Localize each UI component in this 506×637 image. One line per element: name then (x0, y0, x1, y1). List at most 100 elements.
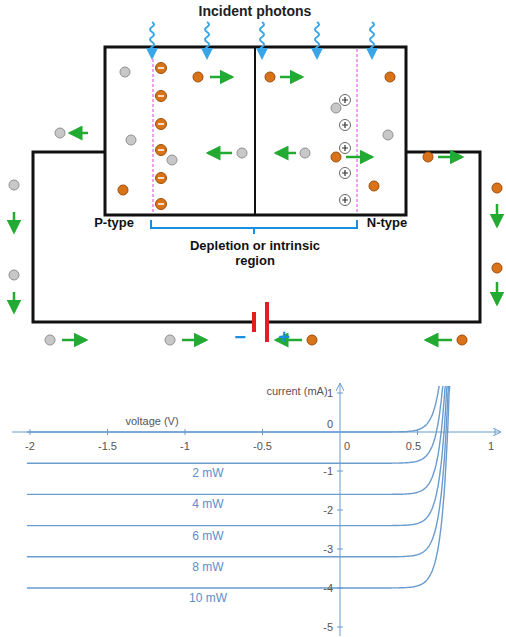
curve-label: 2 mW (190, 467, 225, 481)
photon-arrow (315, 22, 319, 58)
ion-sign (158, 203, 164, 205)
electron (385, 72, 395, 82)
iv-curve (27, 386, 450, 588)
negative-ion (156, 173, 167, 184)
positive-ion (340, 143, 351, 154)
terminal-sign: − (234, 326, 246, 349)
tick-label: -5 (323, 621, 333, 634)
tick-label: 0.5 (406, 440, 421, 453)
flow-arrow (210, 76, 232, 79)
axis-tick (337, 471, 343, 472)
curve-label: 4 mW (190, 498, 225, 512)
photon-arrow (205, 22, 209, 58)
hole (383, 130, 393, 140)
negative-ion (156, 119, 167, 130)
flow-arrow (280, 76, 302, 79)
positive-ion (340, 95, 351, 106)
positive-ion (340, 195, 351, 206)
tick-label: -2 (323, 504, 333, 517)
hole (9, 270, 19, 280)
hole (55, 128, 65, 138)
tick-label: 1 (327, 387, 333, 400)
region-bracket (151, 220, 357, 234)
tick-label: -2 (25, 440, 35, 453)
heading: Incident photons (199, 3, 312, 19)
positive-ion (340, 168, 351, 179)
negative-ion (156, 91, 167, 102)
electron (331, 152, 341, 162)
hole (45, 335, 55, 345)
battery-symbol (254, 302, 267, 342)
ion-sign (158, 149, 164, 151)
flow-arrow (62, 339, 86, 342)
region-label: P-type (94, 216, 134, 231)
curve-label: 8 mW (190, 561, 225, 575)
ion-sign (342, 170, 348, 176)
electron (369, 181, 379, 191)
electron (423, 152, 433, 162)
region-label: N-type (367, 216, 407, 231)
ion-sign (158, 67, 164, 69)
flow-arrow (13, 292, 16, 312)
photon-arrows (150, 22, 374, 58)
ion-sign (342, 122, 348, 128)
electron (492, 183, 502, 193)
negative-ion (156, 199, 167, 210)
flow-arrow (346, 156, 372, 159)
chart-axes (12, 384, 500, 636)
iv-curve (27, 386, 447, 526)
tick-label: 0 (344, 440, 350, 453)
hole (9, 180, 19, 190)
flow-arrow (70, 132, 88, 135)
flow-arrow (208, 152, 232, 155)
hole (165, 335, 175, 345)
axis-tick (337, 627, 343, 628)
flow-arrow (438, 156, 462, 159)
tick-label: -1.5 (98, 440, 117, 453)
flow-arrow (182, 339, 206, 342)
photon-arrow (260, 22, 264, 58)
ion-sign (158, 95, 164, 97)
tick-label: -3 (323, 543, 333, 556)
electron (193, 72, 203, 82)
flow-arrow (496, 282, 499, 304)
negative-ion (156, 63, 167, 74)
tick-label: 0 (327, 418, 333, 431)
ion-sign (342, 145, 348, 151)
hole (331, 103, 341, 113)
hole (237, 148, 247, 158)
electron (492, 263, 502, 273)
tick-label: -4 (323, 582, 333, 595)
iv-curve (27, 386, 439, 432)
photodiode-body (105, 47, 406, 215)
iv-curve (27, 386, 443, 463)
flow-arrow (426, 339, 452, 342)
flow-arrow (276, 152, 296, 155)
axis-tick (495, 429, 496, 435)
charge-carriers (9, 63, 502, 346)
iv-curve (27, 386, 446, 494)
tick-label: -1 (323, 465, 333, 478)
ion-sign (342, 197, 348, 203)
ion-sign (158, 123, 164, 125)
curve-label: 10 mW (187, 592, 229, 606)
axis-tick (337, 393, 343, 394)
hole (167, 155, 177, 165)
ion-sign (342, 97, 348, 103)
electron (457, 335, 467, 345)
electron (307, 335, 317, 345)
curve-label: 6 mW (190, 530, 225, 544)
axis-tick (337, 549, 343, 550)
negative-ion (156, 145, 167, 156)
region-label: Depletion or intrinsic region (170, 239, 340, 269)
positive-ion (340, 120, 351, 131)
photon-arrow (150, 22, 154, 58)
photon-arrow (370, 22, 374, 58)
ion-sign (158, 177, 164, 179)
axis-title: voltage (V) (125, 415, 178, 428)
hole (126, 135, 136, 145)
tick-label: -0.5 (253, 440, 272, 453)
axis-title: current (mA) (266, 385, 327, 398)
electron (265, 72, 275, 82)
